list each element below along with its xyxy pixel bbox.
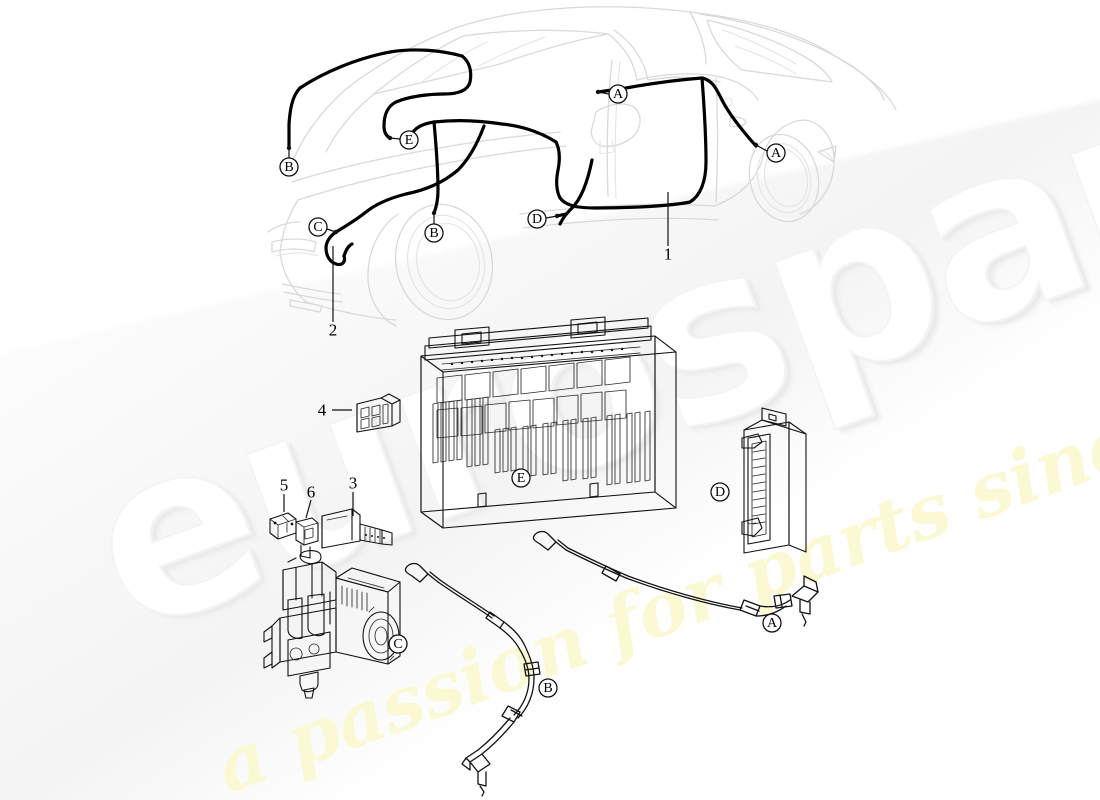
callout-e: E xyxy=(511,468,531,488)
relay-part3 xyxy=(321,508,393,549)
callout-circle xyxy=(388,634,408,654)
item-number-2: 2 xyxy=(329,321,338,340)
abs-control-module xyxy=(741,407,807,554)
callout-label: B xyxy=(429,226,438,241)
callout-label: E xyxy=(405,133,414,148)
callout-b: B xyxy=(538,678,558,698)
fuse-relay-panel xyxy=(420,316,677,529)
callout-label: A xyxy=(613,87,624,102)
callout-circle xyxy=(424,223,444,243)
car-body-outline xyxy=(267,6,897,327)
callout-circle xyxy=(766,143,786,163)
callout-label: E xyxy=(517,471,526,486)
callout-a: A xyxy=(753,142,786,163)
callout-circle xyxy=(608,84,628,104)
item-number-4: 4 xyxy=(318,401,327,420)
callout-circle xyxy=(762,613,782,633)
abs-hydraulic-unit xyxy=(263,550,401,699)
callout-label: B xyxy=(284,160,293,175)
callout-b: B xyxy=(279,145,299,177)
front-wheel-speed-sensor-cable xyxy=(404,562,541,797)
callout-e: E xyxy=(387,130,419,150)
small-parts xyxy=(269,393,401,559)
callout-circle xyxy=(710,482,730,502)
callout-circle xyxy=(511,468,531,488)
callout-c: C xyxy=(308,217,339,237)
retainer-clip-part6 xyxy=(295,517,319,559)
callout-d: D xyxy=(710,482,730,502)
callout-circle xyxy=(527,209,547,229)
callout-label: A xyxy=(767,616,778,631)
item-number-1: 1 xyxy=(664,245,673,264)
callout-circle xyxy=(538,678,558,698)
callout-c: C xyxy=(388,634,408,654)
callout-circle xyxy=(399,130,419,150)
item-number-leaders xyxy=(283,192,669,519)
item-number-5: 5 xyxy=(280,476,289,495)
callout-label: D xyxy=(715,485,725,500)
item-number-3: 3 xyxy=(349,474,358,493)
callout-label: B xyxy=(543,681,552,696)
callout-a: A xyxy=(762,613,782,633)
bracket-clip-part5 xyxy=(269,512,297,540)
callout-label: D xyxy=(532,212,542,227)
callout-d: D xyxy=(527,209,560,229)
callout-label: C xyxy=(393,637,402,652)
rear-wheel-speed-sensor-cable xyxy=(532,530,819,627)
item-number-6: 6 xyxy=(307,483,316,502)
callout-b: B xyxy=(424,210,444,243)
connector-housing-part4 xyxy=(356,393,401,433)
callout-label: C xyxy=(313,220,322,235)
callout-circle xyxy=(279,157,299,177)
callout-label: A xyxy=(771,146,782,161)
callout-circle xyxy=(308,217,328,237)
wiring-harness-routing xyxy=(287,48,758,267)
callout-a: A xyxy=(595,84,628,104)
